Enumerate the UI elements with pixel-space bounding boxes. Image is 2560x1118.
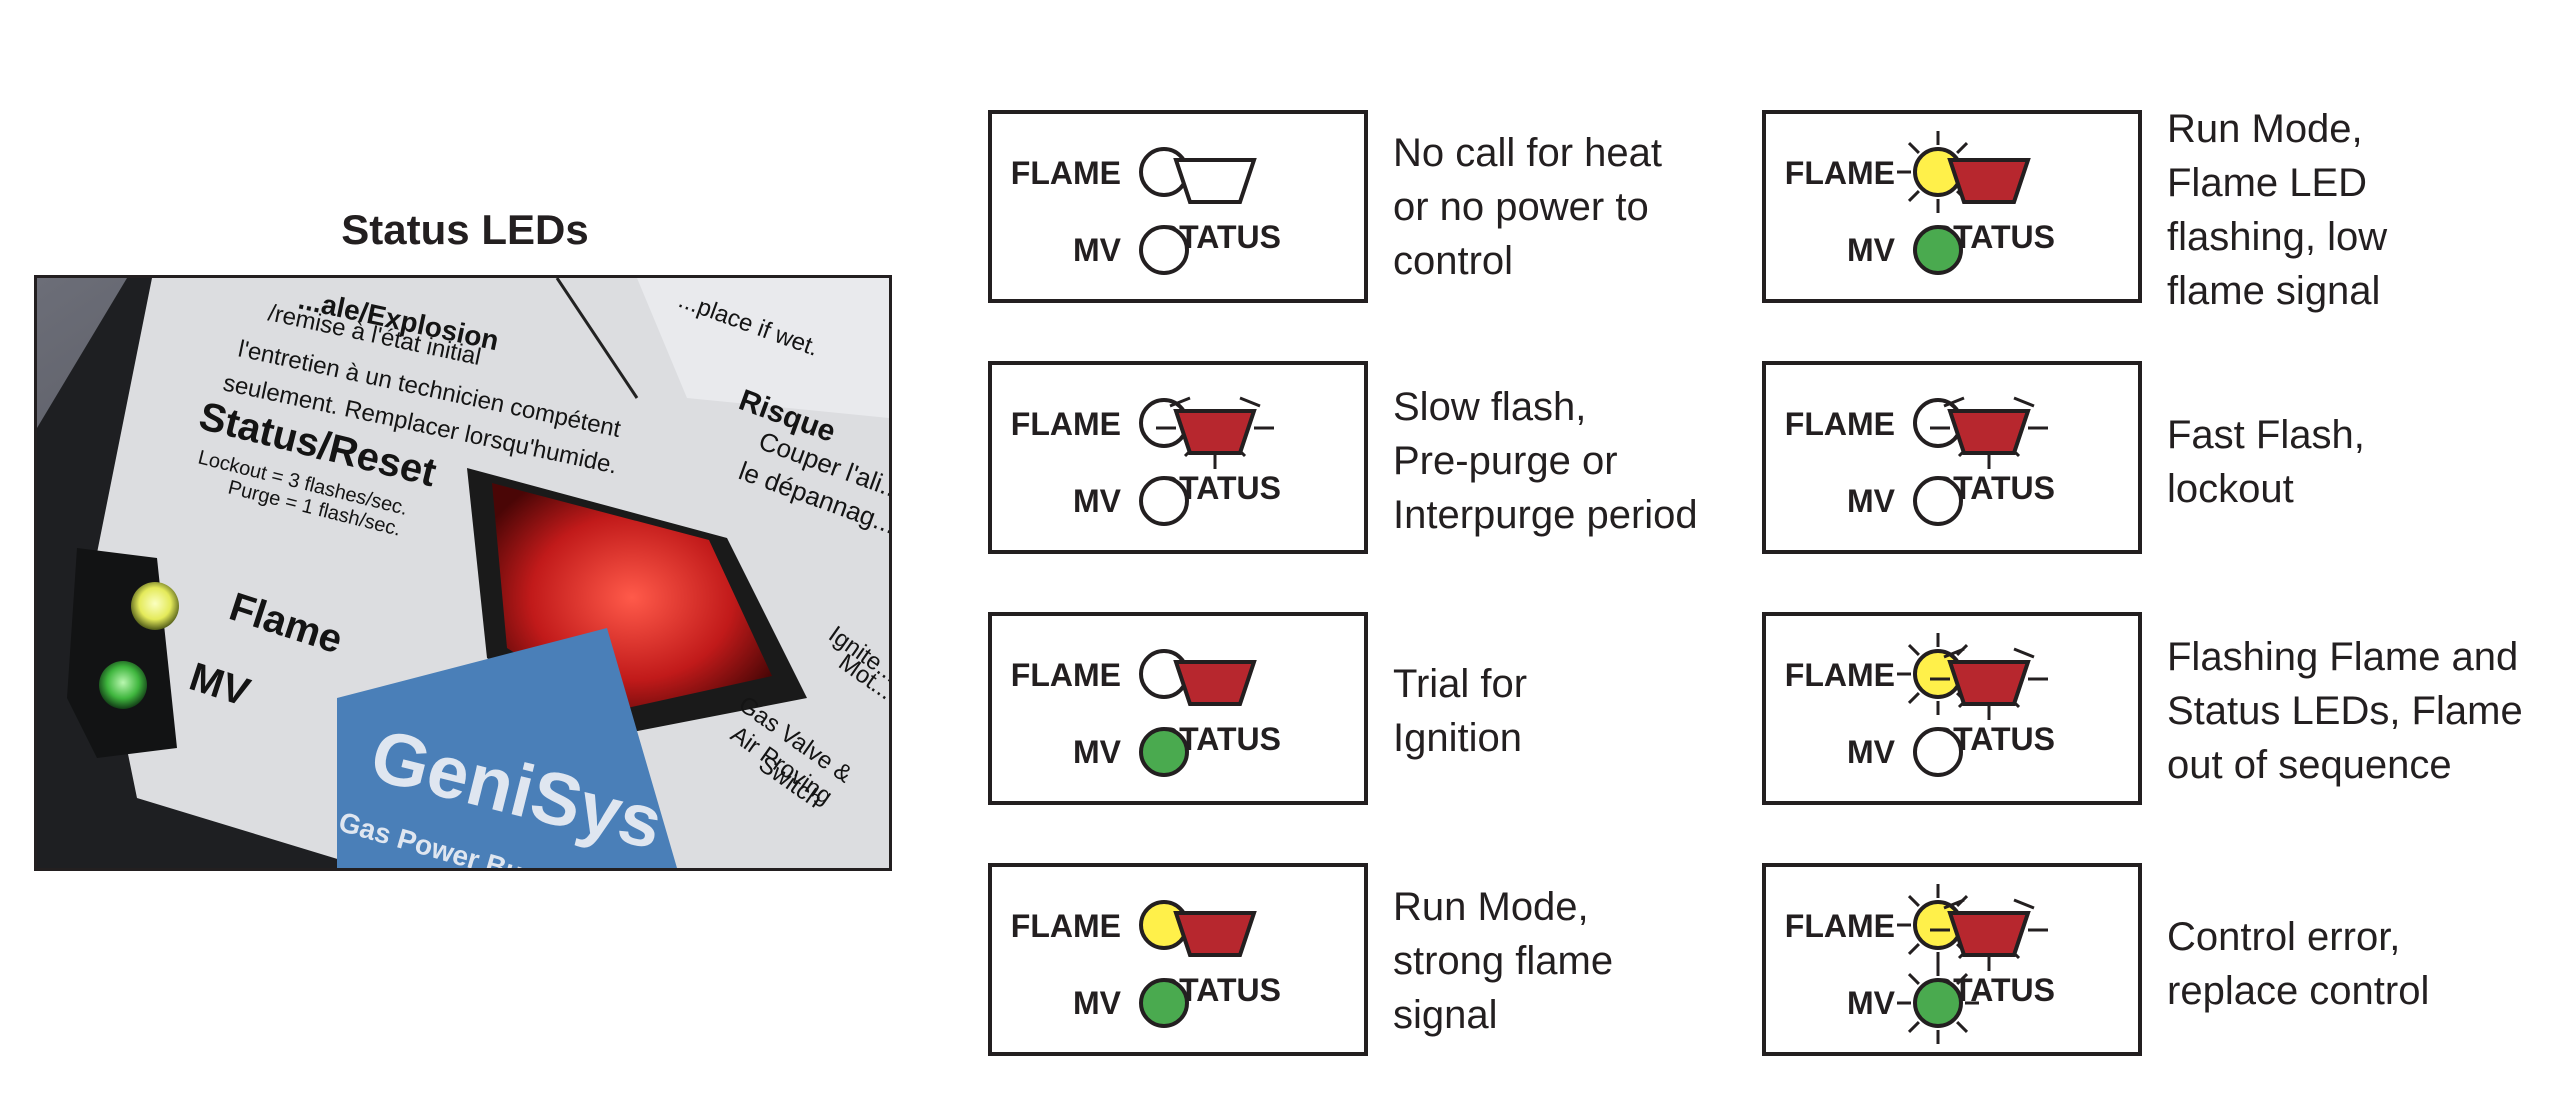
panel-caption: Trial for Ignition (1393, 662, 1528, 760)
status-led (1930, 898, 2048, 971)
mv-label: MV (1847, 232, 1896, 268)
panel-caption: Fast Flash, lockout (2167, 413, 2365, 511)
status-led (1930, 396, 2048, 469)
mv-label: MV (1073, 734, 1122, 770)
mv-led (1139, 476, 1189, 526)
status-led (1173, 660, 1257, 706)
mv-led (1139, 978, 1189, 1028)
flame-label: FLAME (1011, 406, 1121, 442)
mv-led (1897, 962, 1979, 1044)
flame-label: FLAME (1785, 155, 1895, 191)
mv-label: MV (1847, 734, 1896, 770)
mv-label: MV (1073, 232, 1122, 268)
panel-caption: Flashing Flame and Status LEDs, Flame ou… (2167, 635, 2523, 787)
flame-label: FLAME (1011, 657, 1121, 693)
figure-title: Status LEDs (341, 206, 589, 253)
status-led (1930, 647, 2048, 720)
mv-led (1913, 225, 1963, 275)
photo-flame-led (131, 582, 179, 630)
panel-caption: Run Mode, strong flame signal (1393, 885, 1614, 1037)
status-led (1173, 911, 1257, 957)
panel-caption: Slow flash, Pre-purge or Interpurge peri… (1393, 385, 1698, 537)
flame-label: FLAME (1785, 657, 1895, 693)
mv-label: MV (1073, 483, 1122, 519)
mv-led (1913, 476, 1963, 526)
status-led (1156, 396, 1274, 469)
flame-label: FLAME (1011, 155, 1121, 191)
mv-led (1139, 727, 1189, 777)
panel-caption: Run Mode, Flame LED flashing, low flame … (2167, 107, 2388, 313)
status-led (1173, 158, 1257, 204)
flame-label: FLAME (1785, 406, 1895, 442)
mv-label: MV (1847, 985, 1896, 1021)
mv-led (1139, 225, 1189, 275)
mv-led (1913, 727, 1963, 777)
photo-mv-led (99, 661, 147, 709)
flame-label: FLAME (1011, 908, 1121, 944)
status-led (1947, 158, 2031, 204)
flame-label: FLAME (1785, 908, 1895, 944)
mv-label: MV (1073, 985, 1122, 1021)
panel-caption: Control error, replace control (2167, 915, 2430, 1013)
panel-caption: No call for heat or no power to control (1393, 131, 1663, 283)
control-photo: ...ale/Explosion ...place if wet. /remis… (34, 275, 892, 871)
mv-label: MV (1847, 483, 1896, 519)
